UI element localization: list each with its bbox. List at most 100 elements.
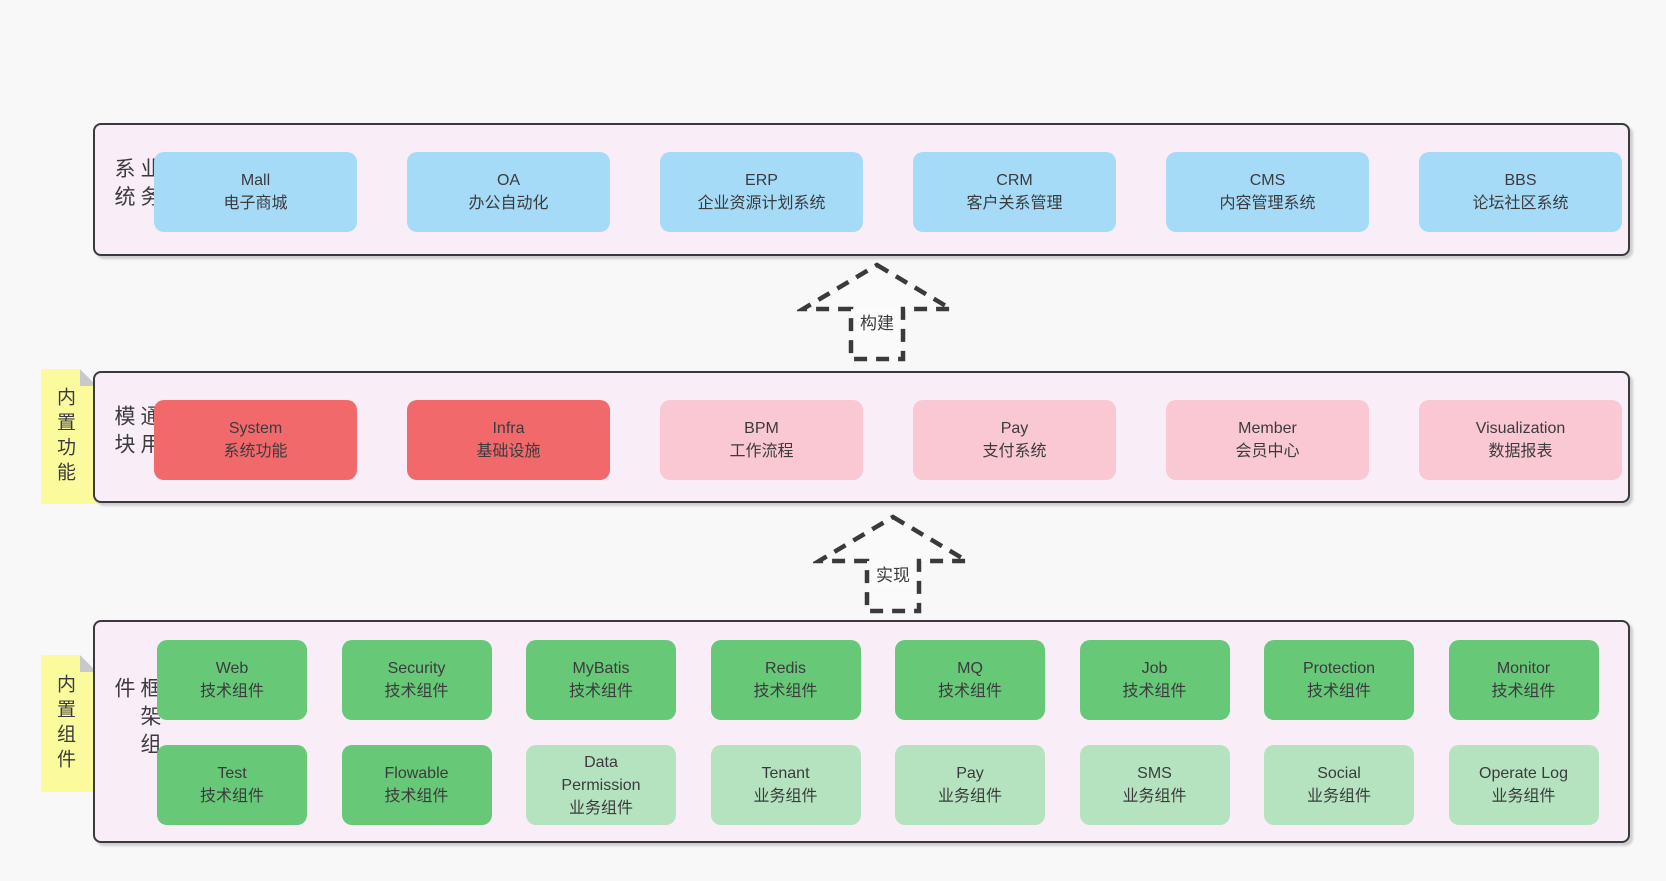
box-subtitle: 技术组件 [199,683,264,700]
arrow-build: 构建 [797,262,957,362]
box-visualization: Visualization 数据报表 [1419,400,1622,480]
box-mq: MQ 技术组件 [895,640,1045,720]
layer-label: 框架组件 [112,676,161,761]
box-subtitle: 电子商城 [223,195,288,212]
layer-framework-components: 框架组件 Web 技术组件 Security 技术组件 MyBatis 技术组件… [93,620,1630,843]
box-social: Social 业务组件 [1264,745,1414,825]
box-web: Web 技术组件 [157,640,307,720]
box-job: Job 技术组件 [1079,640,1230,720]
box-subtitle: 内容管理系统 [1219,195,1316,212]
box-subtitle: 基础设施 [476,443,541,460]
box-title: Web [215,660,249,677]
box-protection: Protection 技术组件 [1264,640,1414,720]
box-title: Pay [956,765,984,782]
box-subtitle: 办公自动化 [468,195,549,212]
common-modules-row: System 系统功能 Infra 基础设施 BPM 工作流程 Pay 支付系统… [154,400,1622,480]
box-title: Social [1317,765,1361,782]
sticky-note-text: 内置组件 [54,673,75,774]
box-data-permission: Data Permission 业务组件 [526,745,676,825]
box-flowable: Flowable 技术组件 [341,745,492,825]
box-subtitle: 技术组件 [937,683,1002,700]
box-title: MQ [957,660,983,677]
box-subtitle: 业务组件 [1122,788,1187,805]
box-subtitle: 系统功能 [223,443,288,460]
box-subtitle: 技术组件 [384,683,449,700]
box-monitor: Monitor 技术组件 [1448,640,1599,720]
box-sms: SMS 业务组件 [1079,745,1230,825]
box-subtitle: 业务组件 [1306,788,1371,805]
framework-components-row-2: Test 技术组件 Flowable 技术组件 Data Permission … [157,745,1599,825]
box-subtitle: 业务组件 [1491,788,1556,805]
box-title: Mall [240,172,271,189]
box-subtitle: 技术组件 [384,788,449,805]
box-title: Visualization [1475,420,1566,437]
box-infra: Infra 基础设施 [407,400,610,480]
box-title: System [228,420,283,437]
box-title: CRM [996,172,1033,189]
box-security: Security 技术组件 [341,640,492,720]
sticky-note-builtin-components: 内置组件 [41,655,97,792]
box-title: OA [496,172,521,189]
box-subtitle: 企业资源计划系统 [697,195,826,212]
arrow-label: 构建 [856,308,898,335]
box-subtitle: 技术组件 [1306,683,1371,700]
box-crm: CRM 客户关系管理 [913,152,1116,232]
box-subtitle: 支付系统 [982,443,1047,460]
box-subtitle: 技术组件 [1491,683,1556,700]
box-title: CMS [1249,172,1286,189]
business-systems-row: Mall 电子商城 OA 办公自动化 ERP 企业资源计划系统 CRM 客户关系… [154,152,1622,232]
box-title: Redis [765,660,806,677]
box-pay-component: Pay 业务组件 [895,745,1045,825]
box-test: Test 技术组件 [157,745,307,825]
box-erp: ERP 企业资源计划系统 [660,152,863,232]
box-subtitle: 技术组件 [568,683,633,700]
box-subtitle: 业务组件 [568,799,633,817]
box-title: MyBatis [572,660,630,677]
box-title: ERP [745,172,778,189]
box-title: Infra [492,420,525,437]
box-system: System 系统功能 [154,400,357,480]
box-pay-system: Pay 支付系统 [913,400,1116,480]
box-title: Data Permission [561,753,641,794]
framework-components-row-1: Web 技术组件 Security 技术组件 MyBatis 技术组件 Redi… [157,640,1599,720]
box-subtitle: 论坛社区系统 [1472,195,1569,212]
arrow-implement: 实现 [813,514,973,614]
box-title: Member [1238,420,1297,437]
box-title: Operate Log [1479,765,1568,782]
box-title: Flowable [384,765,449,782]
box-mall: Mall 电子商城 [154,152,357,232]
sticky-note-builtin-features: 内置功能 [41,369,97,504]
box-title: Protection [1302,660,1376,677]
box-member: Member 会员中心 [1166,400,1369,480]
box-title: Monitor [1496,660,1551,677]
box-bpm: BPM 工作流程 [660,400,863,480]
box-title: BBS [1504,172,1537,189]
box-subtitle: 业务组件 [753,788,818,805]
layer-business-systems: 业务系统 Mall 电子商城 OA 办公自动化 ERP 企业资源计划系统 CRM… [93,123,1630,256]
box-operate-log: Operate Log 业务组件 [1448,745,1599,825]
box-subtitle: 技术组件 [199,788,264,805]
box-tenant: Tenant 业务组件 [710,745,861,825]
box-subtitle: 工作流程 [729,443,794,460]
box-title: Job [1141,660,1168,677]
box-subtitle: 业务组件 [937,788,1002,805]
box-subtitle: 客户关系管理 [966,195,1063,212]
box-cms: CMS 内容管理系统 [1166,152,1369,232]
box-title: Pay [1000,420,1029,437]
sticky-note-text: 内置功能 [54,386,75,487]
layer-common-modules: 通用模块 System 系统功能 Infra 基础设施 BPM 工作流程 Pay… [93,371,1630,503]
box-oa: OA 办公自动化 [407,152,610,232]
box-subtitle: 会员中心 [1235,443,1300,460]
box-title: Security [387,660,446,677]
arrow-label: 实现 [872,560,914,587]
box-title: SMS [1137,765,1172,782]
box-title: Test [217,765,247,782]
box-redis: Redis 技术组件 [710,640,861,720]
box-bbs: BBS 论坛社区系统 [1419,152,1622,232]
box-subtitle: 技术组件 [753,683,818,700]
box-mybatis: MyBatis 技术组件 [526,640,676,720]
box-subtitle: 技术组件 [1122,683,1187,700]
box-title: BPM [744,420,779,437]
box-subtitle: 数据报表 [1488,443,1553,460]
